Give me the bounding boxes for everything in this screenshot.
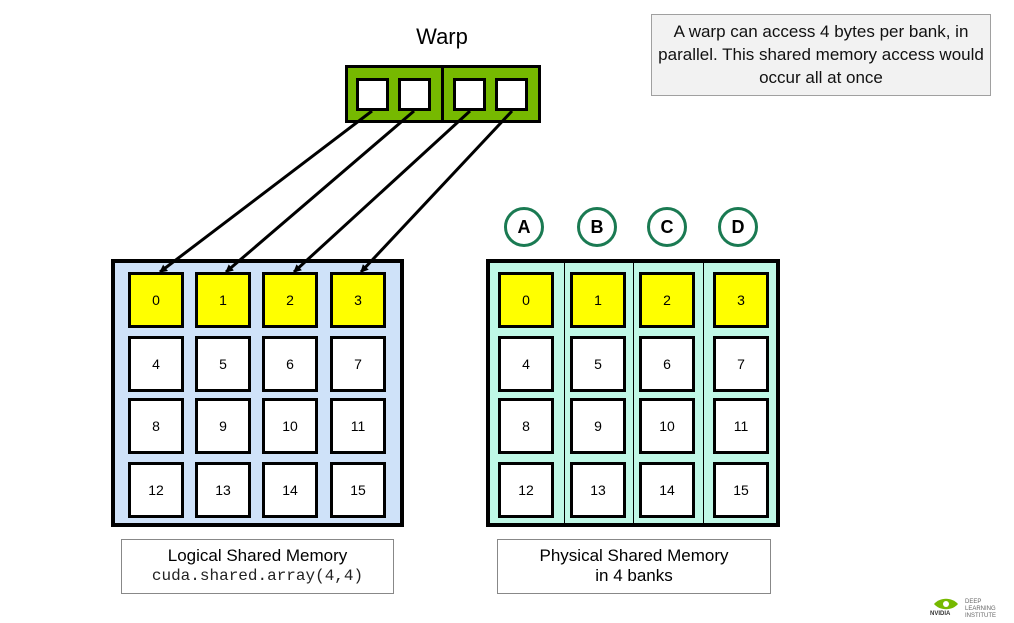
arrow-lane-0 xyxy=(159,109,373,274)
physical-cell-12: 12 xyxy=(498,462,554,518)
logical-cell-6: 6 xyxy=(262,336,318,392)
bank-divider-2 xyxy=(633,261,634,525)
logical-caption-code: cuda.shared.array(4,4) xyxy=(151,567,364,585)
warp-divider xyxy=(441,65,444,123)
nvidia-eye-icon xyxy=(934,598,958,610)
physical-cell-9: 9 xyxy=(570,398,626,454)
dli-line-3: INSTITUTE xyxy=(965,613,996,619)
logical-cell-2: 2 xyxy=(262,272,318,328)
bank-c-label: C xyxy=(647,207,687,247)
logical-cell-12: 12 xyxy=(128,462,184,518)
logical-cell-15: 15 xyxy=(330,462,386,518)
physical-memory-caption: Physical Shared Memory in 4 banks xyxy=(497,539,771,594)
bank-divider-3 xyxy=(703,261,704,525)
physical-cell-11: 11 xyxy=(713,398,769,454)
logical-cell-7: 7 xyxy=(330,336,386,392)
logical-cell-10: 10 xyxy=(262,398,318,454)
physical-cell-5: 5 xyxy=(570,336,626,392)
physical-cell-1: 1 xyxy=(570,272,626,328)
arrow-lane-1 xyxy=(225,109,415,274)
arrow-lane-2 xyxy=(292,109,472,274)
physical-cell-3: 3 xyxy=(713,272,769,328)
arrow-lane-3 xyxy=(359,109,514,274)
physical-cell-0: 0 xyxy=(498,272,554,328)
physical-cell-7: 7 xyxy=(713,336,769,392)
physical-cell-14: 14 xyxy=(639,462,695,518)
nvidia-wordmark: NVIDIA xyxy=(930,611,951,617)
bank-divider-1 xyxy=(564,261,565,525)
logical-cell-4: 4 xyxy=(128,336,184,392)
bank-d-label: D xyxy=(718,207,758,247)
callout-note: A warp can access 4 bytes per bank, in p… xyxy=(651,14,991,96)
physical-cell-13: 13 xyxy=(570,462,626,518)
logical-cell-8: 8 xyxy=(128,398,184,454)
logical-cell-3: 3 xyxy=(330,272,386,328)
physical-cell-6: 6 xyxy=(639,336,695,392)
logical-cell-11: 11 xyxy=(330,398,386,454)
logical-cell-13: 13 xyxy=(195,462,251,518)
dli-logo-text: DEEP LEARNING INSTITUTE xyxy=(965,599,996,620)
logical-cell-1: 1 xyxy=(195,272,251,328)
logical-memory-caption: Logical Shared Memory cuda.shared.array(… xyxy=(121,539,394,594)
warp-lane-3 xyxy=(495,78,528,111)
logical-cell-14: 14 xyxy=(262,462,318,518)
physical-caption-title: Physical Shared Memory xyxy=(539,546,729,565)
physical-cell-8: 8 xyxy=(498,398,554,454)
logical-caption-title: Logical Shared Memory xyxy=(167,546,348,565)
dli-line-2: LEARNING xyxy=(965,606,996,612)
logical-cell-0: 0 xyxy=(128,272,184,328)
physical-caption-subtitle: in 4 banks xyxy=(595,566,673,585)
warp-lane-0 xyxy=(356,78,389,111)
physical-cell-2: 2 xyxy=(639,272,695,328)
bank-b-label: B xyxy=(577,207,617,247)
bank-a-label: A xyxy=(504,207,544,247)
physical-cell-4: 4 xyxy=(498,336,554,392)
dli-line-1: DEEP xyxy=(965,599,982,605)
physical-cell-15: 15 xyxy=(713,462,769,518)
physical-cell-10: 10 xyxy=(639,398,695,454)
logical-cell-9: 9 xyxy=(195,398,251,454)
logical-cell-5: 5 xyxy=(195,336,251,392)
warp-lane-1 xyxy=(398,78,431,111)
warp-lane-2 xyxy=(453,78,486,111)
warp-title: Warp xyxy=(416,24,468,49)
